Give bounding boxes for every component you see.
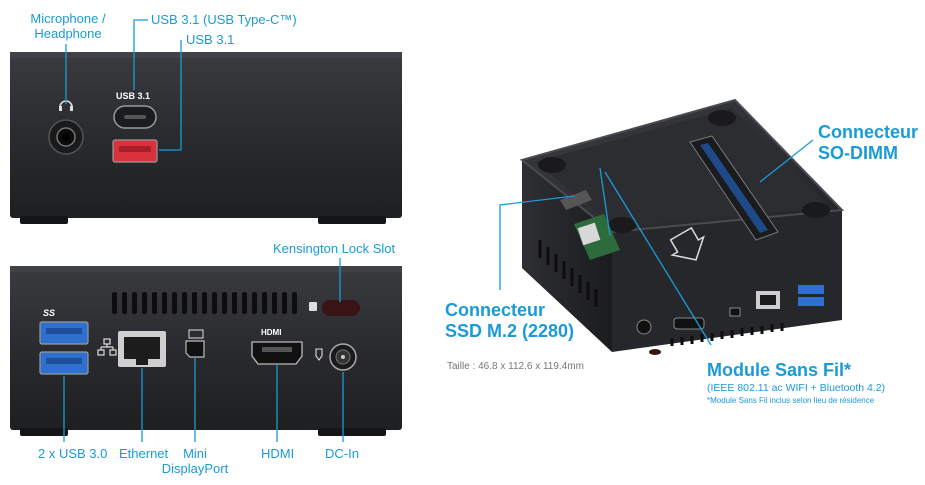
rear-vent (112, 292, 297, 314)
usb-c-label: USB 3.1 (USB Type-C™) (151, 12, 297, 27)
mic-label-line1: Microphone / (30, 11, 106, 26)
wifi-module-sub: (IEEE 802.11 ac WIFI + Bluetooth 4.2) (707, 382, 886, 394)
sodimm-line2: SO-DIMM (818, 143, 898, 163)
rear-leader-lines (63, 258, 344, 442)
sodimm-label: Connecteur SO-DIMM (818, 122, 918, 164)
usb-3-ports (39, 321, 89, 375)
dc-in-port (315, 343, 357, 371)
superspeed-text: SS (43, 308, 56, 318)
mic-label-line2: Headphone (34, 26, 102, 41)
ssd-line1: Connecteur (445, 300, 546, 320)
mini-dp-label: Mini DisplayPort (155, 446, 235, 476)
hdmi-port (251, 341, 303, 365)
hdmi-port-text: HDMI (261, 328, 282, 337)
wifi-module-title: Module Sans Fil* (707, 360, 852, 380)
ssd-label: Connecteur SSD M.2 (2280) (445, 300, 574, 342)
sodimm-line1: Connecteur (818, 122, 919, 142)
iso-leader-lines (499, 139, 814, 346)
kensington-label: Kensington Lock Slot (273, 241, 396, 256)
dimensions-text: Taille : 46.8 x 112.6 x 119.4mm (447, 361, 584, 372)
front-leader-lines (65, 19, 182, 151)
hdmi-label: HDMI (261, 446, 295, 461)
ethernet-port (118, 331, 166, 367)
network-icon (97, 338, 117, 356)
dc-in-label: DC-In (325, 446, 359, 461)
usb31-label: USB 3.1 (186, 32, 235, 47)
usb30-label: 2 x USB 3.0 (38, 446, 108, 461)
rear-panel (10, 266, 402, 436)
usb-c-port (113, 105, 157, 129)
headphone-jack (48, 119, 84, 155)
usb31-port-text: USB 3.1 (116, 91, 151, 101)
wifi-module-note: *Module Sans Fil inclus selon lieu de ré… (707, 396, 875, 405)
iso-mini-pc (519, 98, 845, 355)
usb-a-red-port (112, 139, 158, 163)
ethernet-label: Ethernet (119, 446, 169, 461)
mini-dp-line2: DisplayPort (161, 461, 229, 476)
front-panel (10, 52, 402, 224)
mini-displayport (185, 329, 205, 358)
kensington-slot (309, 300, 360, 316)
mini-dp-line1: Mini (183, 446, 207, 461)
ssd-line2: SSD M.2 (2280) (445, 321, 575, 341)
mic-headphone-label: Microphone / Headphone (18, 11, 118, 41)
